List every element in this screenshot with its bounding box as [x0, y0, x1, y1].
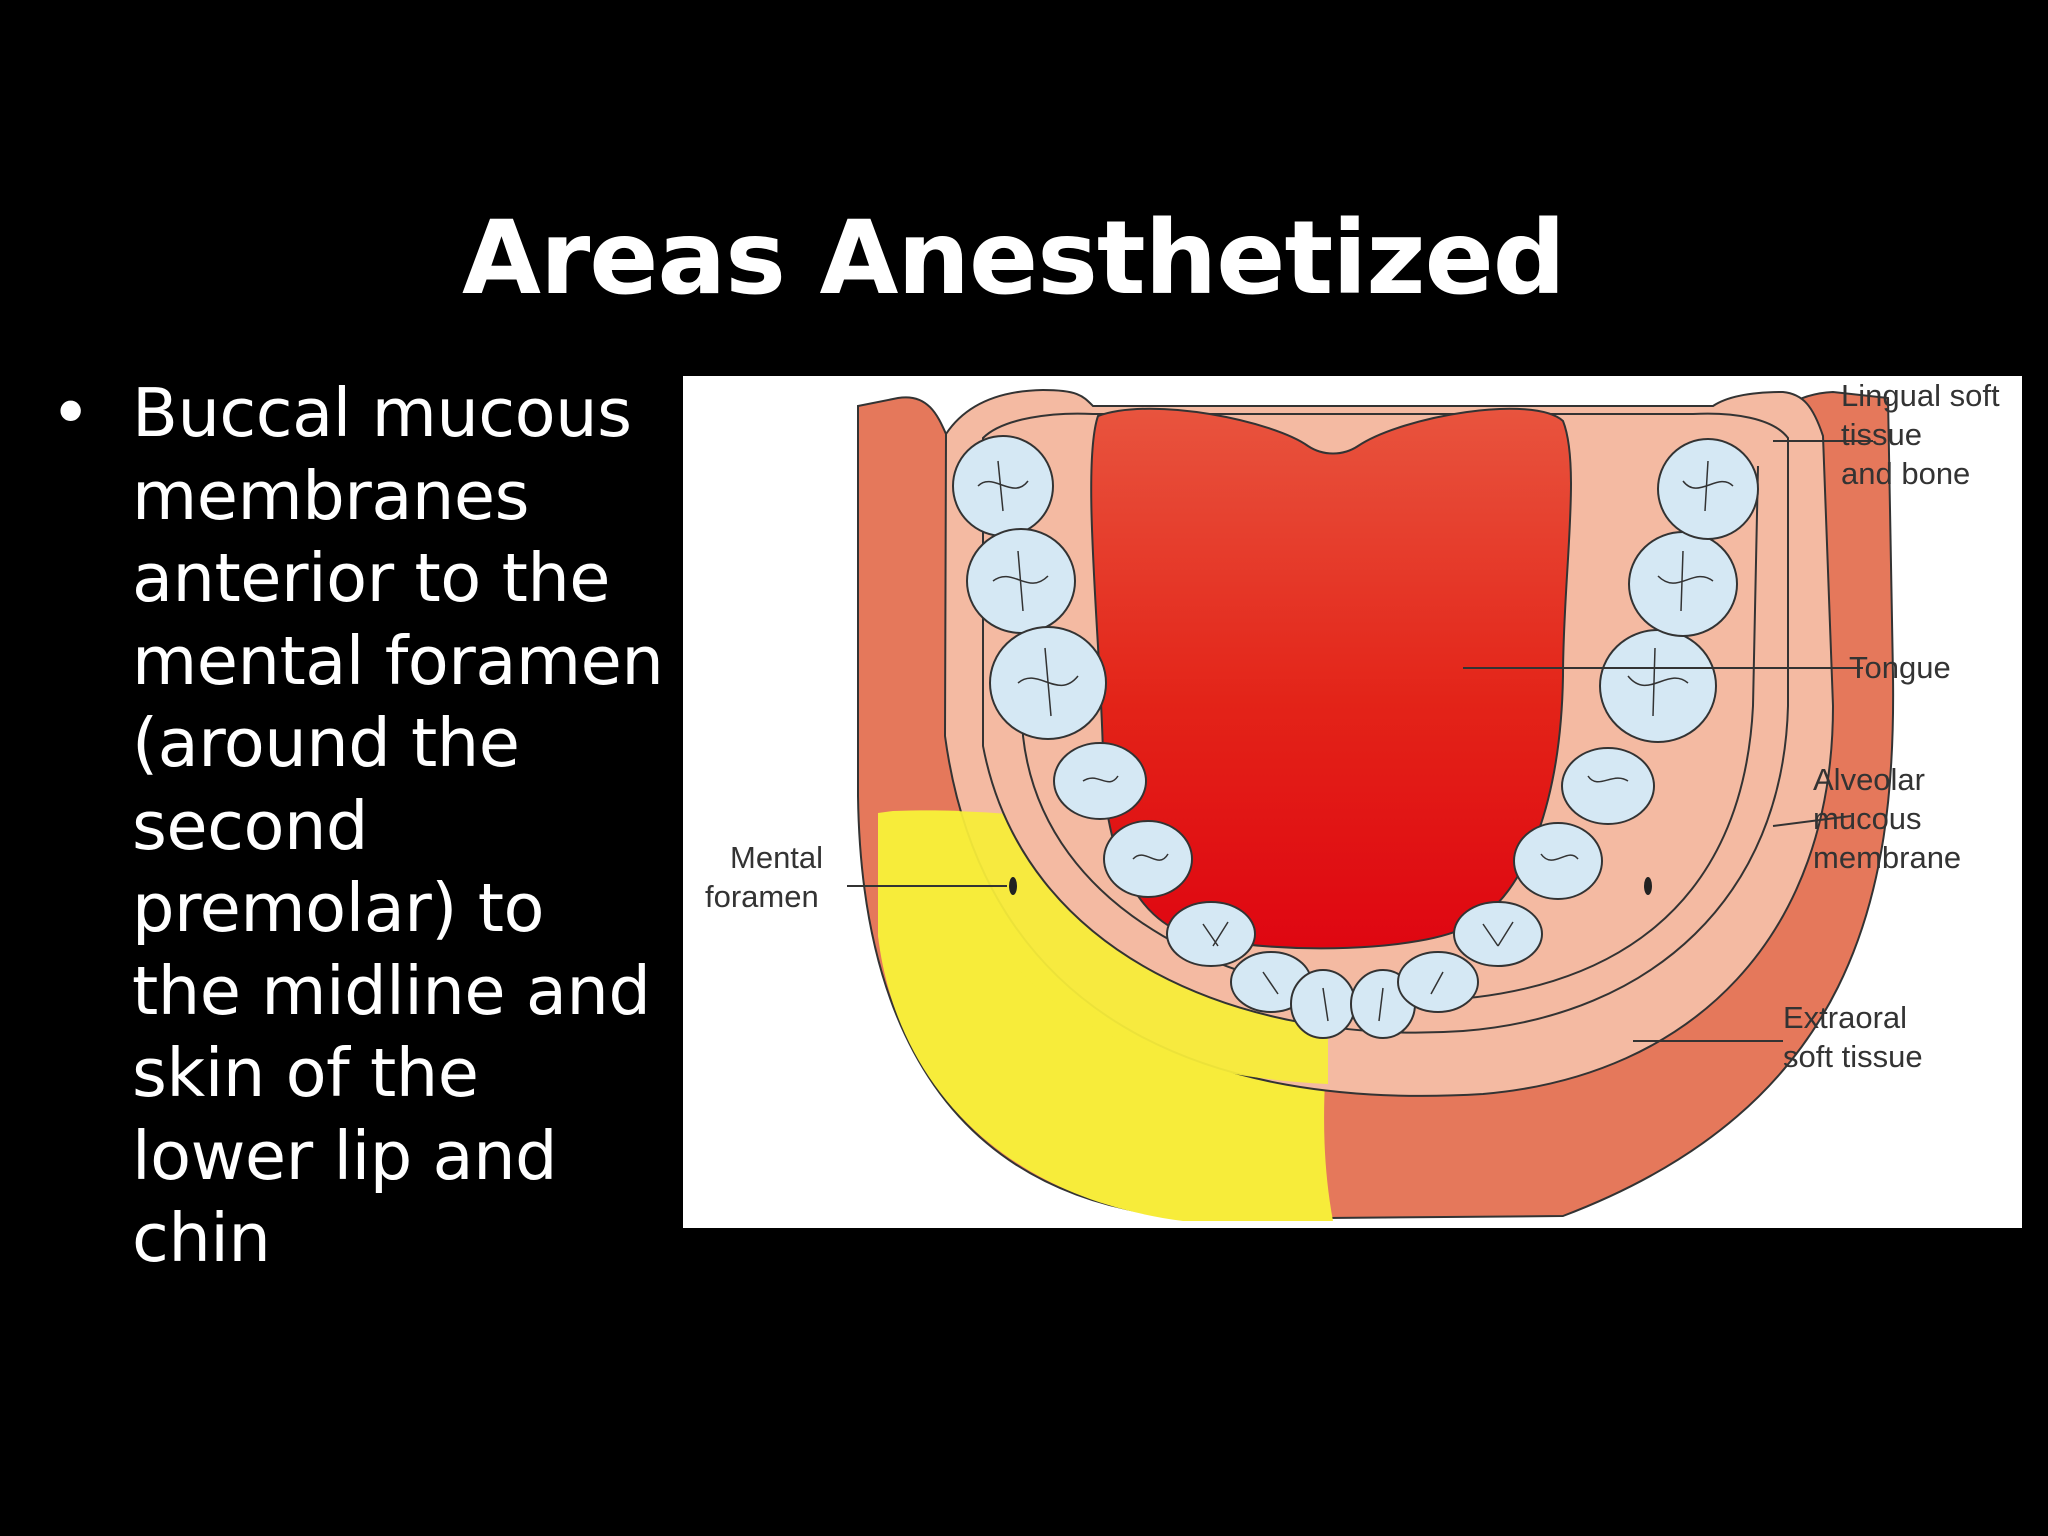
bullet-line: anterior to the — [132, 539, 611, 617]
tooth-fissures — [977, 460, 1734, 1022]
leader-line-alveolar — [1772, 815, 1852, 827]
label-tongue: Tongue — [1849, 650, 1951, 685]
tooth-incisor — [1290, 969, 1356, 1039]
label-alveolar-line: Alveolar — [1813, 762, 1925, 797]
anesthetized-area-mucosa — [893, 810, 1328, 1084]
bullet-dot: • — [50, 372, 92, 454]
mental-foramen-right — [1644, 877, 1652, 895]
bullet-line: the midline and — [132, 951, 651, 1030]
label-lingual-line: and bone — [1841, 456, 1970, 491]
right-teeth — [1350, 438, 1759, 1039]
tooth-canine — [1453, 901, 1543, 967]
label-extraoral: Extraoral soft tissue — [1783, 1000, 1923, 1074]
label-lingual-line: tissue — [1841, 417, 1922, 452]
label-mental-line: foramen — [705, 879, 819, 914]
tooth-molar — [1628, 531, 1738, 637]
bullet-line: premolar) to — [132, 869, 545, 947]
bullet-line: (around the — [132, 704, 520, 782]
mental-foramen-left — [1009, 877, 1017, 895]
bullet-line: skin of the — [132, 1034, 479, 1112]
label-alveolar: Alveolar mucous membrane — [1813, 762, 1961, 875]
bullet-line: chin — [132, 1199, 271, 1277]
label-lingual: Lingual soft tissue and bone — [1841, 378, 2008, 491]
label-extraoral-line: soft tissue — [1783, 1039, 1923, 1074]
label-mental-line: Mental — [730, 840, 823, 875]
bullet-line: membranes — [132, 456, 529, 535]
tooth-premolar — [1561, 747, 1655, 825]
tooth-premolar — [1053, 742, 1147, 820]
label-alveolar-line: mucous — [1813, 801, 1922, 836]
tooth-premolar — [1513, 822, 1603, 900]
label-extraoral-line: Extraoral — [1783, 1000, 1907, 1035]
bullet-line: second — [132, 786, 368, 865]
bullet-line: lower lip and — [132, 1116, 558, 1195]
tooth-molar — [1599, 629, 1717, 743]
mandible-diagram: Lingual soft tissue and bone Tongue Alve… — [683, 376, 2022, 1228]
bullet-line: Buccal mucous — [132, 374, 632, 452]
leader-lines — [847, 440, 1873, 1042]
label-lingual-line: Lingual soft — [1841, 378, 2000, 413]
tooth-premolar — [1103, 820, 1193, 898]
bullet-text: Buccal mucous membranes anterior to the … — [132, 372, 692, 1280]
bullet-line: mental foramen — [132, 621, 664, 700]
slide-title: Areas Anesthetized — [462, 199, 1566, 318]
mandible-diagram-svg: Lingual soft tissue and bone Tongue Alve… — [705, 378, 2008, 1221]
label-mental-foramen: Mental foramen — [705, 840, 832, 914]
tooth-canine — [1166, 901, 1256, 967]
tooth-molar — [1657, 438, 1759, 540]
label-alveolar-line: membrane — [1813, 840, 1961, 875]
